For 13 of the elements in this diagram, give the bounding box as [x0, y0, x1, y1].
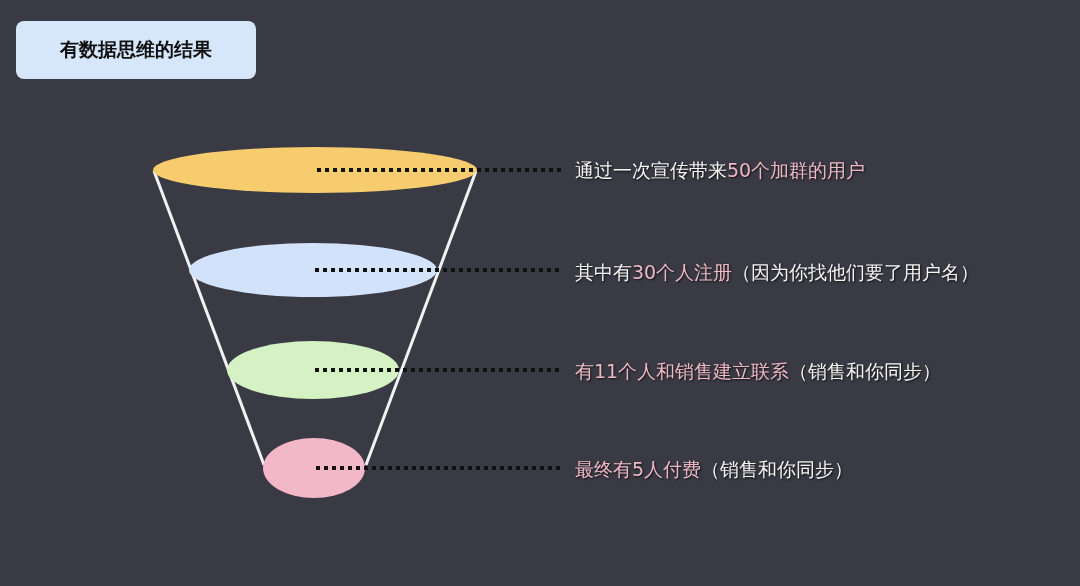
- leader-line: [317, 168, 561, 172]
- stage-description: 最终有5人付费（销售和你同步）: [561, 455, 854, 483]
- stage-description: 其中有30个人注册（因为你找他们要了用户名）: [561, 258, 980, 286]
- leader-line: [315, 268, 561, 272]
- stage-description: 通过一次宣传带来50个加群的用户: [561, 156, 866, 184]
- funnel-layer-ellipse: [263, 438, 365, 498]
- title-box: 有数据思维的结果: [16, 21, 256, 79]
- funnel-layer-ellipse: [227, 341, 399, 399]
- leader-line: [316, 466, 561, 470]
- funnel-layer-ellipse: [189, 243, 437, 297]
- funnel-layer-ellipse: [153, 147, 477, 193]
- leader-line: [315, 368, 561, 372]
- stage-description: 有11个人和销售建立联系（销售和你同步）: [561, 357, 942, 385]
